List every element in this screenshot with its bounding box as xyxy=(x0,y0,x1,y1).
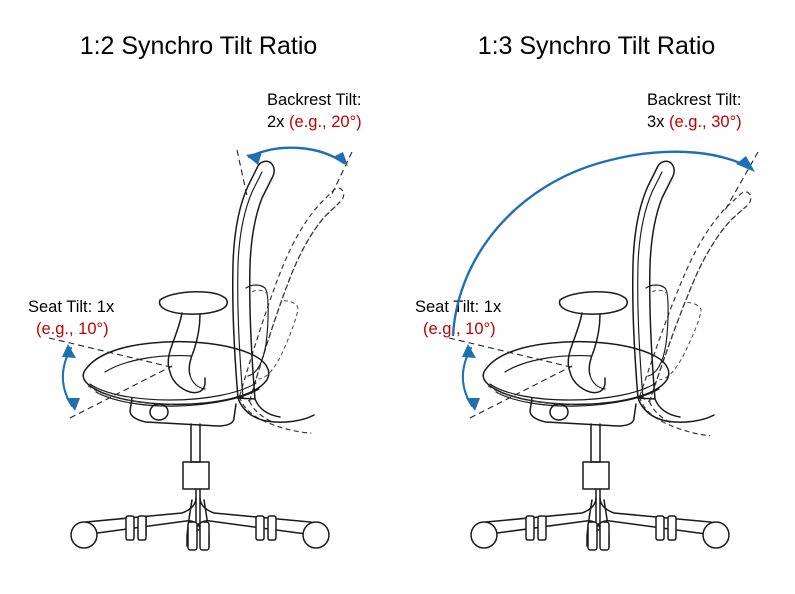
castor-center-a xyxy=(187,521,198,551)
backrest-inner-edge-left xyxy=(237,171,263,399)
backrest-lumbar-detail-right xyxy=(651,289,667,294)
backrest-inner-edge-right xyxy=(637,171,663,399)
base-leg-front-left-right xyxy=(586,499,593,547)
armrest-pad-right xyxy=(558,291,628,315)
castor-left-2b xyxy=(137,515,147,541)
backrest-tilt-callout-right: Backrest Tilt: 3x (e.g., 30°) xyxy=(647,90,742,134)
gas-cylinder-left xyxy=(190,423,201,463)
seat-tilted-reference-left xyxy=(69,365,173,419)
seat-pan-bottom-edge-left xyxy=(95,388,260,407)
backrest-arrow-head-end-left xyxy=(333,152,348,166)
seat-pan-outline-right xyxy=(482,340,670,406)
seat-tilt-example-right: (e.g., 10°) xyxy=(423,319,496,338)
seat-pan-lower-edge-right xyxy=(489,382,657,401)
backrest-tilt-multiplier-left: 2x xyxy=(267,112,285,131)
castor-outer-right-5 xyxy=(702,521,730,549)
chair-illustration-right xyxy=(448,150,759,551)
castor-center-right-b xyxy=(599,521,610,551)
armrest-pad-left xyxy=(158,291,228,315)
base-hub-center-left xyxy=(195,497,201,531)
seat-arrow-head-bottom-left xyxy=(66,398,80,411)
backrest-tilt-arc-left xyxy=(247,146,346,165)
seat-tilt-example-left: (e.g., 10°) xyxy=(36,319,109,338)
backrest-reclined-reference-right xyxy=(723,151,759,213)
seat-tilt-callout-left: Seat Tilt: 1x (e.g., 10°) xyxy=(28,297,114,341)
backrest-tilt-example-left: (e.g., 20°) xyxy=(289,112,362,131)
seat-tilted-reference-right xyxy=(469,365,573,419)
tilt-mechanism-housing-right xyxy=(529,397,637,427)
panel-title-right: 1:3 Synchro Tilt Ratio xyxy=(477,32,716,60)
backrest-tilt-callout-left: Backrest Tilt: 2x (e.g., 20°) xyxy=(267,90,362,134)
backrest-tilt-multiplier-right: 3x xyxy=(647,112,665,131)
seat-pan-lower-edge-left xyxy=(89,382,257,401)
seat-arrow-head-top-left xyxy=(62,344,76,358)
seat-tilt-label-left: Seat Tilt: 1x xyxy=(28,298,115,316)
castor-left-2a xyxy=(125,515,135,541)
backrest-lumbar-cutout-right xyxy=(645,284,669,377)
castor-center-b xyxy=(199,521,210,551)
backrest-reclined-reference-left xyxy=(329,151,353,199)
tilt-mechanism-housing-left xyxy=(129,397,237,427)
backrest-upright-reference-left xyxy=(236,149,248,197)
armrest-post-inner-left xyxy=(188,313,201,376)
seat-pan-bottom-edge-right xyxy=(495,388,660,407)
panel-title-left: 1:2 Synchro Tilt Ratio xyxy=(79,32,318,60)
chair-illustration-left xyxy=(48,146,353,551)
backrest-arrow-head-right xyxy=(736,156,755,172)
ghost-backrest-right xyxy=(639,191,752,437)
backrest-base-inner-left xyxy=(254,398,281,418)
seat-arrow-head-bottom-right xyxy=(466,398,480,411)
base-hub-center-right xyxy=(595,497,601,531)
seat-pan-crease-right xyxy=(504,355,593,373)
cylinder-housing-left xyxy=(182,461,210,490)
armrest-foot-detail-right xyxy=(589,374,606,390)
backrest-tilt-arc-right xyxy=(451,150,752,337)
armrest-post-outer-left xyxy=(167,312,183,373)
seat-horizontal-reference-left xyxy=(48,337,176,369)
castor-right-2a xyxy=(525,515,535,541)
armrest-foot-detail-left xyxy=(189,374,206,390)
castor-outer-left-5 xyxy=(302,521,330,549)
castor-center-right-a xyxy=(587,521,598,551)
seat-horizontal-reference-right xyxy=(448,337,576,369)
tension-knob-left xyxy=(149,403,169,421)
backrest-outer-right xyxy=(631,160,675,400)
castor-right-2b xyxy=(537,515,547,541)
backrest-tilt-label-right: Backrest Tilt: xyxy=(647,91,742,109)
panel-ratio-1-2: 1:2 Synchro Tilt Ratio Backrest Tilt: 2x… xyxy=(0,0,397,594)
ghost-seat-edge-left xyxy=(87,385,175,405)
backrest-arrow-head-start-left xyxy=(246,152,262,165)
seat-arrow-head-top-right xyxy=(462,344,476,358)
panel-ratio-1-3: 1:3 Synchro Tilt Ratio Backrest Tilt: 3x… xyxy=(398,0,795,594)
base-leg-front-left xyxy=(186,499,193,547)
castor-left-4a xyxy=(255,515,265,541)
castor-right-4a xyxy=(655,515,665,541)
armrest-post-outer-right xyxy=(567,312,583,373)
cylinder-housing-right xyxy=(582,461,610,490)
armrest-post-inner-right xyxy=(588,313,601,376)
armrest-foot-left xyxy=(169,371,206,394)
seat-pan-outline-left xyxy=(82,340,270,406)
castor-left-4b xyxy=(267,515,277,541)
castor-right-4b xyxy=(667,515,677,541)
backrest-base-sweep-left xyxy=(237,397,315,423)
armrest-foot-right xyxy=(569,371,606,394)
backrest-base-inner-right xyxy=(654,398,681,418)
backrest-lumbar-detail-left xyxy=(251,289,267,294)
castor-outer-left-1 xyxy=(70,521,98,549)
tension-knob-right xyxy=(549,403,569,421)
seat-pan-crease-left xyxy=(104,355,193,373)
backrest-outer-left xyxy=(231,160,275,400)
ghost-seat-edge-right xyxy=(487,385,575,405)
backrest-tilt-example-right: (e.g., 30°) xyxy=(669,112,742,131)
backrest-lumbar-cutout-left xyxy=(245,284,269,377)
backrest-tilt-label-left: Backrest Tilt: xyxy=(267,91,362,109)
backrest-base-sweep-right xyxy=(637,397,715,423)
castor-outer-right-1 xyxy=(470,521,498,549)
gas-cylinder-right xyxy=(590,423,601,463)
